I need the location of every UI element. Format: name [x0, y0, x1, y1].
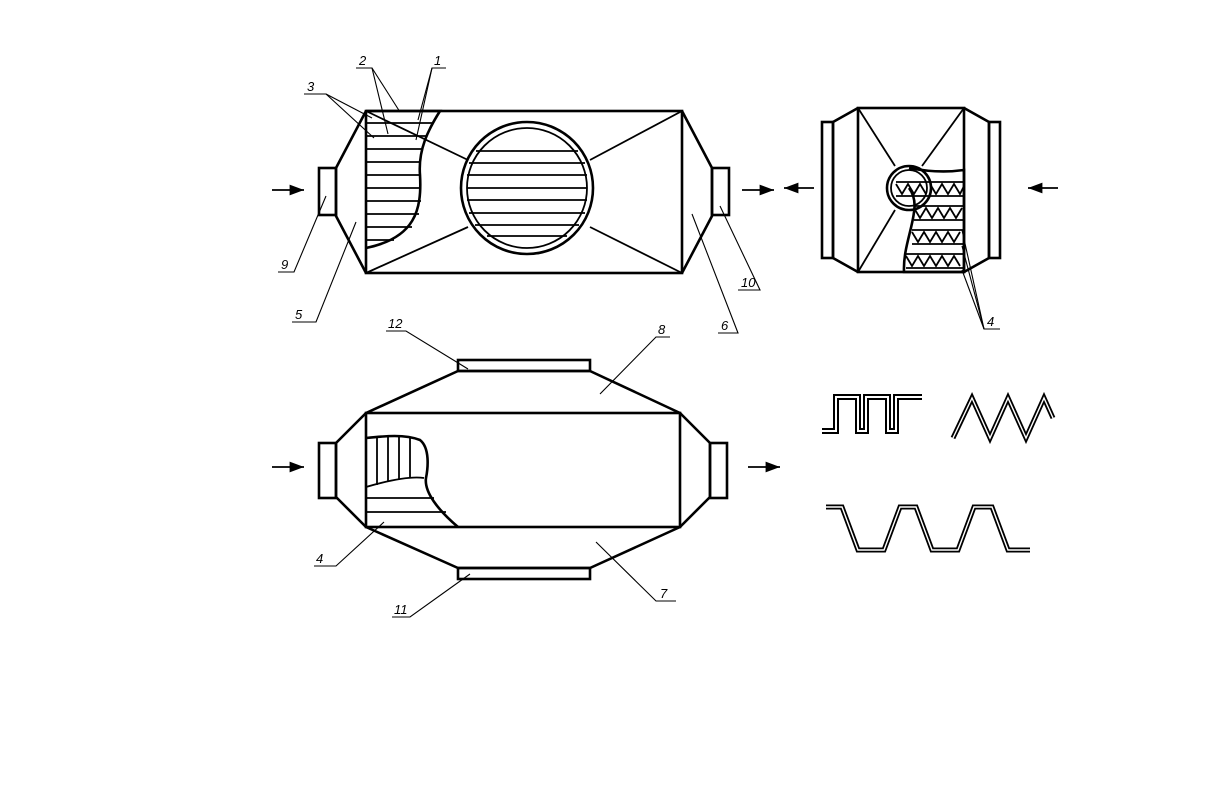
plan-plates-vertical [376, 436, 411, 485]
outlet-pipe [710, 166, 731, 217]
lower-flange [456, 566, 592, 581]
leader-lines [278, 67, 1000, 618]
callout-4-side: 4 [987, 314, 994, 329]
callout-4-plan: 4 [316, 551, 323, 566]
side-view [784, 106, 1058, 274]
front-view [272, 109, 774, 275]
plan-view [272, 358, 780, 581]
callout-3: 3 [307, 79, 315, 94]
callout-12: 12 [388, 316, 403, 331]
callout-6: 6 [721, 318, 729, 333]
callout-labels: 1 2 3 4 4 5 6 7 8 9 10 11 12 [281, 53, 994, 617]
callout-7: 7 [660, 586, 668, 601]
plan-plates-horizontal [366, 497, 446, 513]
callout-9: 9 [281, 257, 288, 272]
callout-8: 8 [658, 322, 666, 337]
outlet-cone [680, 110, 714, 274]
plan-body [364, 411, 682, 529]
side-zigzag-fins [895, 181, 965, 269]
side-port [885, 164, 933, 212]
cutaway-plates [366, 122, 434, 241]
center-port-outer [459, 120, 595, 256]
callout-10: 10 [741, 275, 756, 290]
callout-11: 11 [394, 602, 408, 617]
upper-flange [456, 358, 592, 373]
center-port-plates [467, 150, 587, 237]
side-flange-right [987, 120, 1002, 260]
upper-hood [365, 369, 681, 415]
inlet-cone [334, 110, 368, 274]
housing-body [364, 109, 684, 275]
side-flange-left [820, 120, 835, 260]
cutaway-edge [365, 109, 443, 250]
callout-2: 2 [358, 53, 367, 68]
callout-1: 1 [434, 53, 441, 68]
fin-profiles [822, 391, 1056, 553]
callout-5: 5 [295, 307, 303, 322]
lower-hood [365, 525, 681, 570]
inlet-pipe [317, 166, 338, 217]
